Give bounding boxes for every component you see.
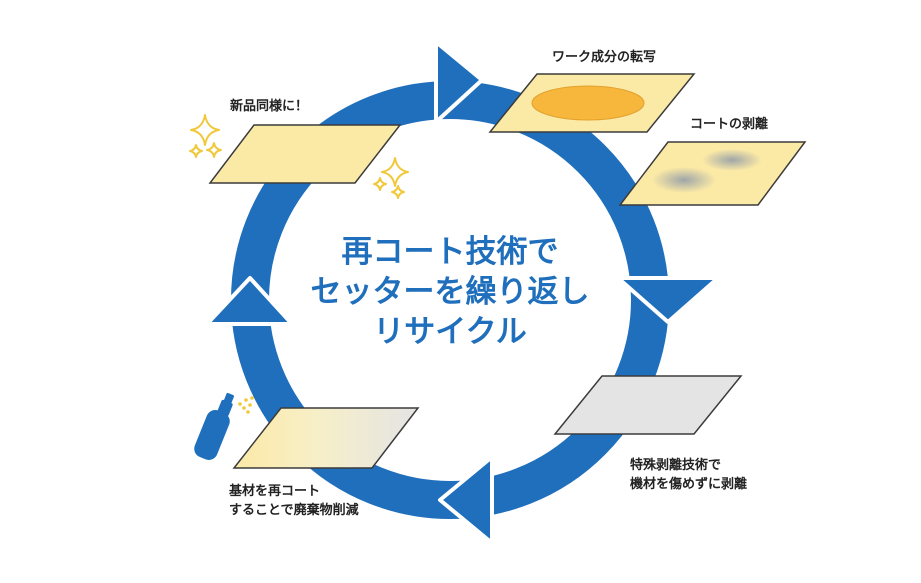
center-title-line2: セッターを繰り返し	[310, 274, 590, 310]
peel-residue-1	[702, 149, 762, 171]
arrow-bottom	[438, 455, 494, 545]
label-new: 新品同様に！	[230, 99, 309, 114]
center-title: 再コート技術で セッターを繰り返し リサイクル	[300, 232, 600, 352]
sparkle-icon	[189, 114, 409, 199]
label-strip-line2: 機材を傷めずに剥離	[630, 477, 748, 492]
center-title-line3: リサイクル	[373, 314, 527, 350]
arrow-right	[616, 276, 720, 324]
label-transfer: ワーク成分の転写	[552, 50, 657, 65]
label-recoat-line1: 基材を再コート	[229, 484, 321, 499]
panel-new	[208, 124, 402, 184]
spray-can-icon	[194, 392, 254, 460]
label-recoat-line2: することで廃棄物削減	[229, 503, 359, 518]
label-peel: コートの剥離	[690, 117, 769, 132]
arrow-left	[205, 276, 294, 326]
panel-strip	[553, 375, 743, 435]
label-strip: 特殊剥離技術で 機材を傷めずに剥離	[630, 456, 747, 494]
center-title-line1: 再コート技術で	[341, 234, 559, 270]
label-recoat: 基材を再コート することで廃棄物削減	[229, 482, 359, 520]
panel-recoat	[232, 407, 420, 469]
transfer-spot	[531, 85, 645, 121]
label-strip-line1: 特殊剥離技術で	[630, 458, 722, 473]
panel-peel	[618, 141, 807, 206]
arrow-top	[434, 40, 484, 124]
peel-residue-2	[652, 167, 716, 193]
